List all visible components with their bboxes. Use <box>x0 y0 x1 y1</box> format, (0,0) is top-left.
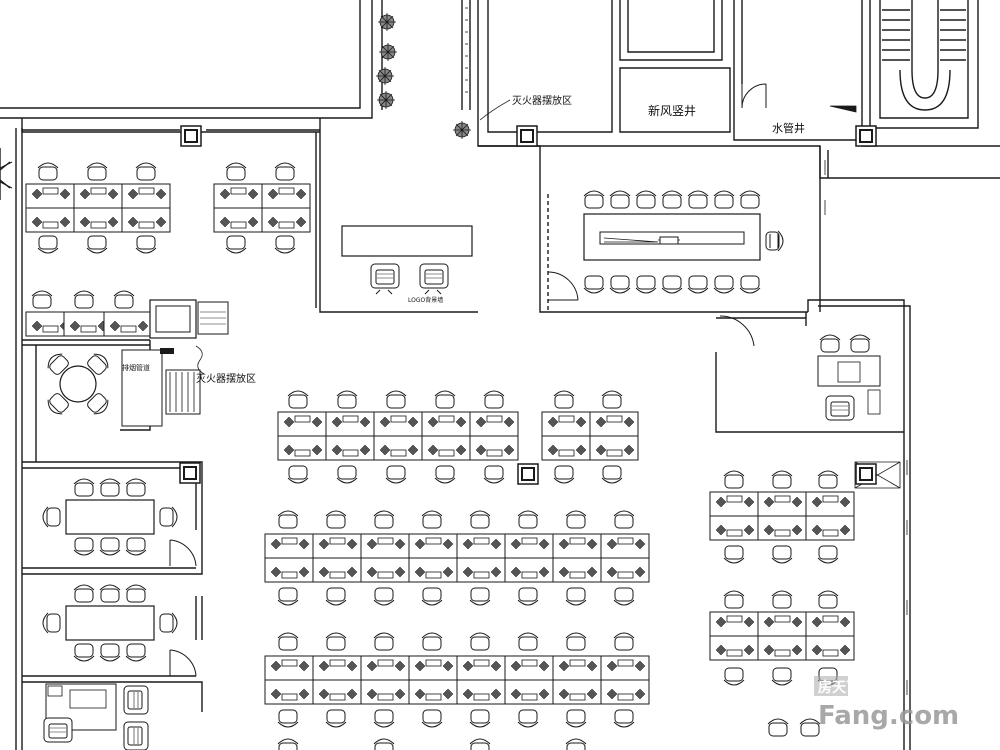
label-extinguisher-area-top: 灭火器摆放区 <box>512 94 572 107</box>
label-exhaust-duct: 排烟管道 <box>122 363 150 372</box>
meeting-room-left-1 <box>42 478 178 556</box>
watermark-brand-text: Fang.com <box>818 701 959 731</box>
reception-area <box>341 225 473 295</box>
small-office-right <box>817 334 881 421</box>
label-logo-wall: LOGO背景墙 <box>408 296 443 304</box>
workstation-block-center-lower <box>264 632 650 750</box>
label-extinguisher-area-mid: 灭火器摆放区 <box>196 372 256 385</box>
meeting-room-left-2 <box>42 584 178 662</box>
label-fresh-air-shaft: 新风竖井 <box>648 103 696 118</box>
plants <box>375 12 472 140</box>
lounge-area <box>44 299 229 427</box>
shaft-hatch <box>829 105 901 489</box>
label-water-pipe-shaft: 水管井 <box>772 121 805 135</box>
watermark-logo: 房天下 Fang.com <box>814 676 959 731</box>
manager-office-left <box>43 683 149 750</box>
leader-line-top <box>479 99 511 121</box>
watermark-cn-text: 房天下 <box>818 679 860 696</box>
conference-room <box>583 190 784 294</box>
workstation-block-center-upper <box>277 390 639 484</box>
workstation-block-right <box>709 470 855 737</box>
curtain-wall-strip <box>465 7 908 695</box>
door-swings <box>0 83 767 677</box>
workstation-block-center-middle <box>264 510 650 606</box>
